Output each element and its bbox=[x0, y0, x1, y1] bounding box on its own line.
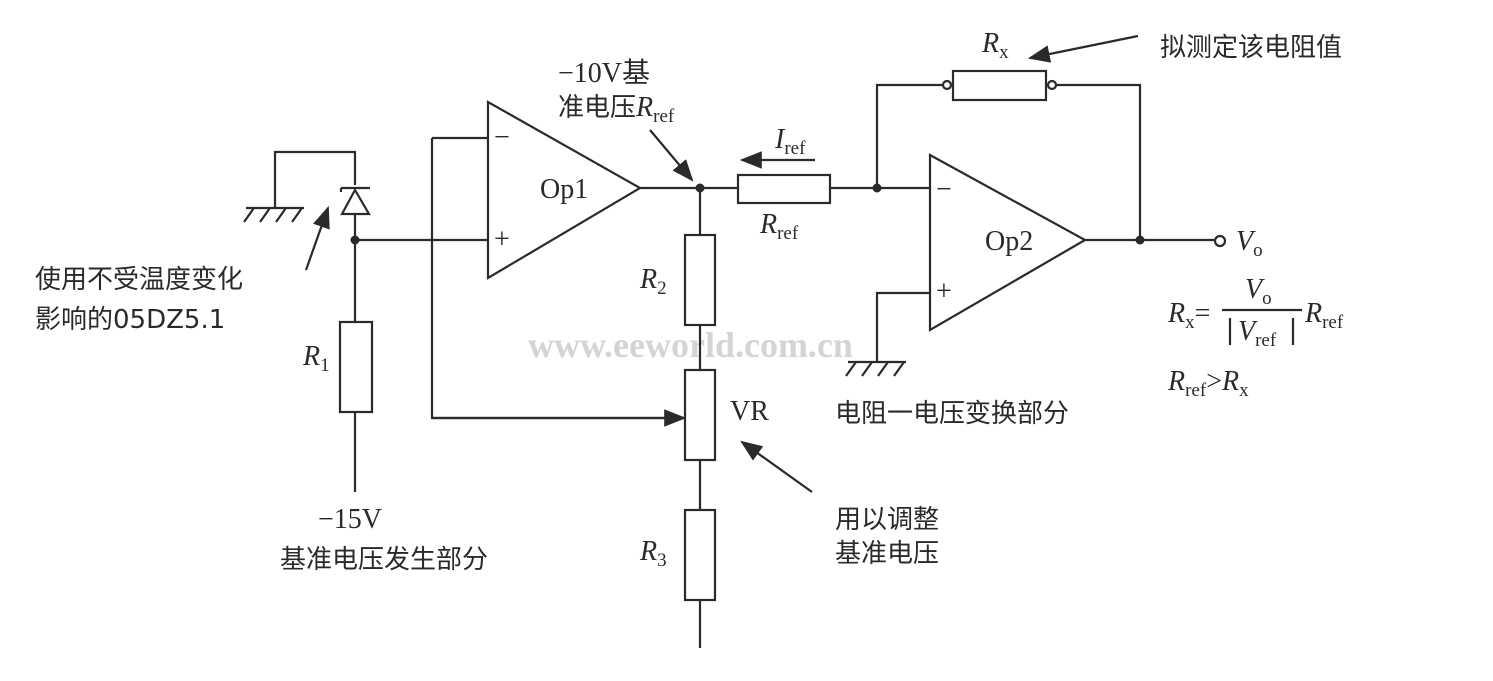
wire bbox=[355, 136, 678, 420]
wire bbox=[273, 150, 357, 208]
svg-text:Vo: Vo bbox=[1245, 274, 1272, 309]
svg-text:Rref: Rref bbox=[1304, 298, 1344, 333]
ground-symbol-right bbox=[845, 360, 906, 377]
junction-dot bbox=[695, 183, 705, 193]
opamp-op1 bbox=[486, 100, 643, 280]
op1-label: Op1 bbox=[540, 174, 588, 205]
potentiometer-vr bbox=[683, 368, 717, 462]
vr-note-line1: 用以调整 bbox=[835, 505, 939, 535]
vr-label: VR bbox=[730, 396, 769, 427]
op2-plus: + bbox=[936, 276, 952, 307]
junction-dot bbox=[1135, 235, 1145, 245]
r3-label: R3 bbox=[639, 536, 667, 571]
arrow bbox=[1027, 34, 1139, 63]
ref-section-label: 基准电压发生部分 bbox=[280, 545, 488, 575]
rref-label: Rref bbox=[759, 209, 799, 244]
rx-note: 拟测定该电阻值 bbox=[1160, 33, 1342, 63]
ground-symbol-left bbox=[243, 206, 304, 223]
ref-voltage-line2: 准电压Rref bbox=[558, 92, 675, 127]
supply-label: −15V bbox=[318, 504, 382, 535]
op1-plus: + bbox=[494, 224, 510, 255]
zener-diode bbox=[339, 186, 371, 216]
svg-text:Rx=: Rx= bbox=[1167, 298, 1210, 333]
arrow bbox=[304, 205, 330, 271]
vr-note-line2: 基准电压 bbox=[835, 539, 939, 569]
resistor-r1 bbox=[338, 320, 374, 414]
iref-label: Iref bbox=[774, 124, 806, 159]
terminal bbox=[1046, 79, 1058, 91]
resistor-r2 bbox=[683, 233, 717, 327]
watermark: www.eeworld.com.cn bbox=[528, 325, 853, 365]
r1-label: R1 bbox=[302, 341, 330, 376]
wire bbox=[875, 83, 1142, 240]
op1-minus: − bbox=[494, 122, 510, 153]
svg-text:Vref: Vref bbox=[1238, 316, 1277, 351]
rx-label: Rx bbox=[981, 28, 1009, 63]
arrow bbox=[740, 440, 813, 493]
vo-label: Vo bbox=[1236, 226, 1263, 261]
wire bbox=[875, 291, 930, 362]
arrow bbox=[649, 129, 694, 182]
resistor-rref bbox=[736, 173, 832, 205]
resistor-rx bbox=[951, 69, 1048, 102]
opamp-op2 bbox=[928, 153, 1088, 332]
zener-note-line2: 影响的05DZ5.1 bbox=[35, 305, 225, 335]
output-terminal bbox=[1213, 234, 1227, 248]
resistor-r3 bbox=[683, 508, 717, 602]
conversion-section-label: 电阻一电压变换部分 bbox=[835, 399, 1069, 429]
op2-label: Op2 bbox=[985, 226, 1033, 257]
op2-minus: − bbox=[936, 174, 952, 205]
r2-label: R2 bbox=[639, 264, 667, 299]
svg-text:Rref>Rx: Rref>Rx bbox=[1167, 366, 1249, 401]
zener-note-line1: 使用不受温度变化 bbox=[35, 265, 243, 295]
formula: Rx= Vo Vref Rref Rref>Rx bbox=[1167, 274, 1344, 401]
ref-voltage-line1: −10V基 bbox=[558, 57, 650, 89]
terminal bbox=[941, 79, 953, 91]
